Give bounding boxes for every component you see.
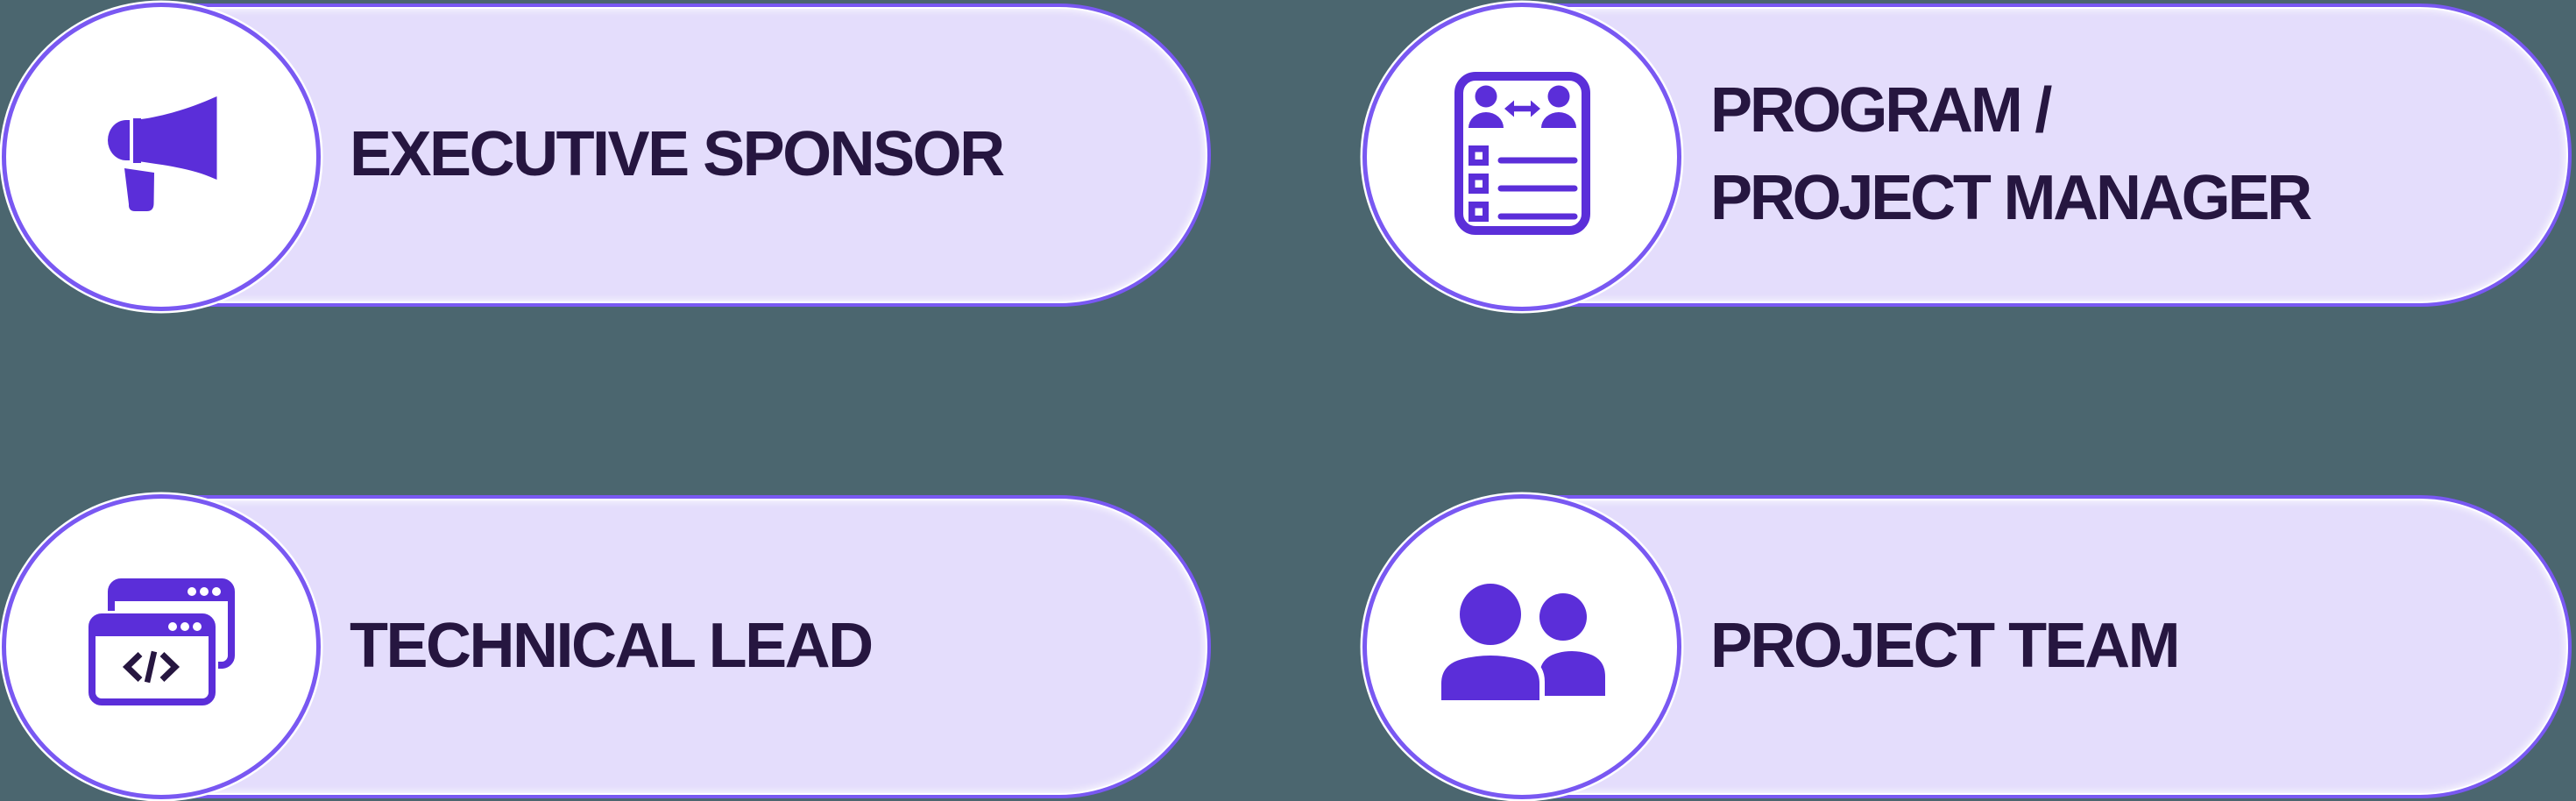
role-card-executive-sponsor: EXECUTIVE SPONSOR <box>2 3 1211 311</box>
role-label: PROJECT TEAM <box>1710 611 2181 681</box>
role-icon-badge <box>2 3 321 311</box>
role-label: PROGRAM / PROJECT MANAGER <box>1710 75 2312 233</box>
role-icon-badge <box>1362 494 1681 799</box>
role-label: EXECUTIVE SPONSOR <box>350 119 1005 189</box>
code-glyph <box>122 650 180 684</box>
megaphone-icon <box>108 96 217 211</box>
code-windows-icon <box>88 578 235 705</box>
role-card-technical-lead: TECHNICAL LEAD <box>2 494 1211 799</box>
role-card-project-team: PROJECT TEAM <box>1362 494 2572 799</box>
role-card-program-project-manager: PROGRAM / PROJECT MANAGER <box>1362 3 2572 311</box>
role-icon-badge <box>1362 3 1681 311</box>
role-label: TECHNICAL LEAD <box>350 611 874 681</box>
role-icon-badge <box>2 494 321 799</box>
people-icon <box>1441 584 1605 700</box>
task-list-people-icon <box>1454 72 1590 235</box>
